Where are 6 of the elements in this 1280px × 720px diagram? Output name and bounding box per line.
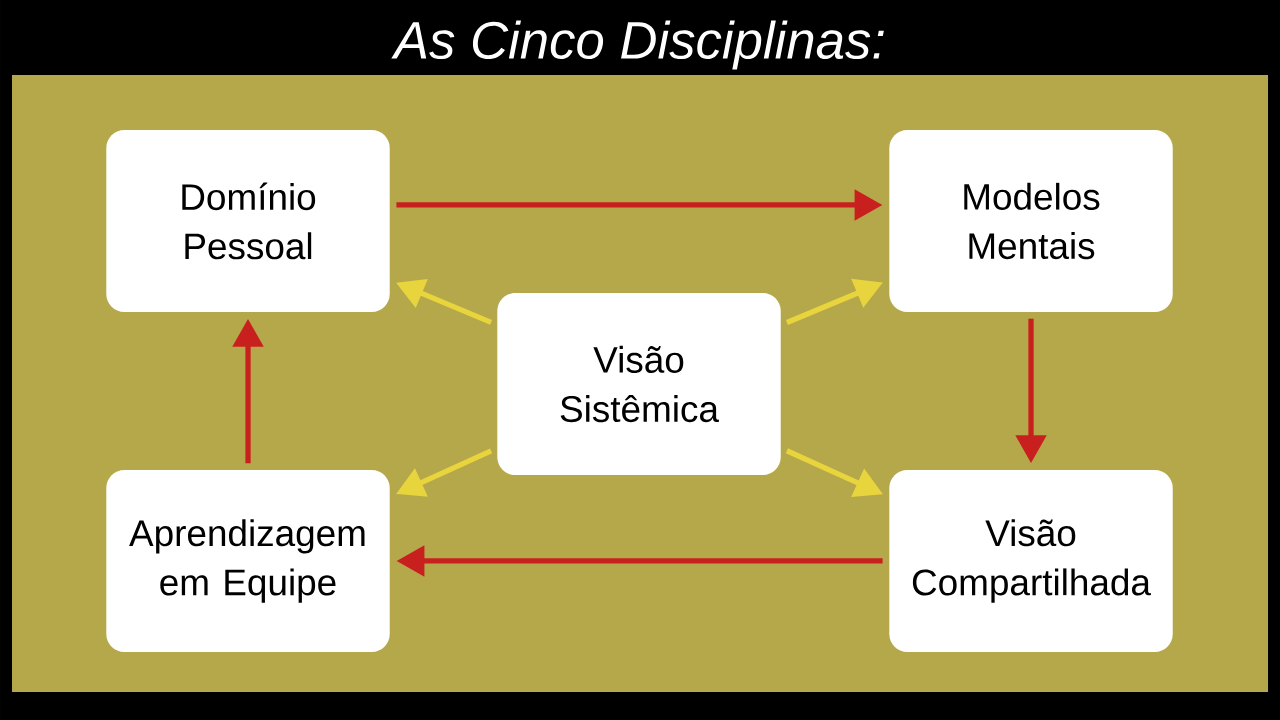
concept-box: Visão Compartilhada [889,470,1173,652]
concept-box: Domínio Pessoal [106,130,390,312]
title: As Cinco Disciplinas: [391,20,884,70]
concept-box: Aprendizagem em Equipe [106,470,390,652]
concept-box: Visão Sistêmica [497,293,781,475]
concept-box: Modelos Mentais [889,130,1173,312]
